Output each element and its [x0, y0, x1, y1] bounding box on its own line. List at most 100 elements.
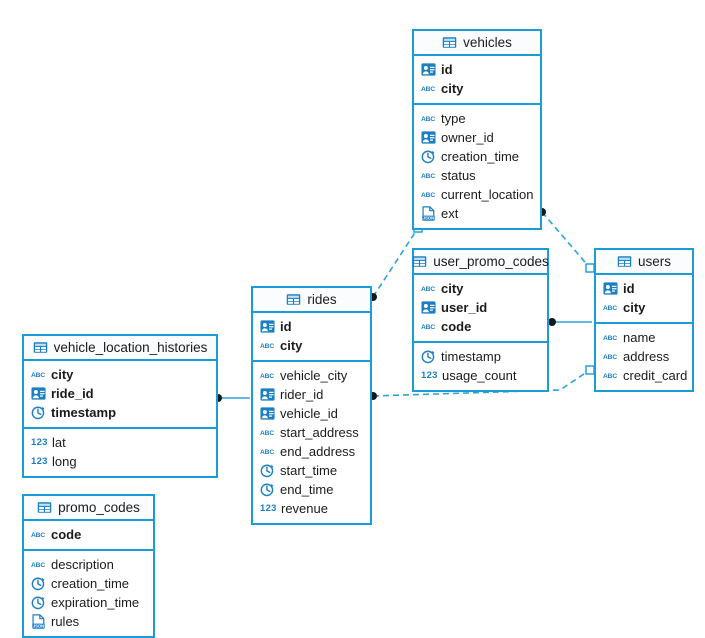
- svg-text:ABC: ABC: [260, 430, 274, 437]
- svg-text:ABC: ABC: [421, 324, 435, 331]
- primary-key-row-city[interactable]: ABC city: [414, 79, 540, 98]
- table-header-rides[interactable]: rides: [253, 288, 370, 313]
- column-row-start_address[interactable]: ABC start_address: [253, 423, 370, 442]
- column-row-expiration_time[interactable]: expiration_time: [24, 593, 153, 612]
- column-row-creation_time[interactable]: creation_time: [24, 574, 153, 593]
- abc-text-icon: ABC: [260, 368, 275, 383]
- primary-key-section: ABC city ride_id timestamp: [24, 361, 216, 429]
- primary-key-row-city[interactable]: ABC city: [414, 279, 547, 298]
- field-label: start_time: [280, 463, 338, 478]
- primary-key-row-id[interactable]: id: [596, 279, 692, 298]
- primary-key-row-city[interactable]: ABC city: [24, 365, 216, 384]
- field-label: ext: [441, 206, 459, 221]
- abc-text-icon: ABC: [421, 81, 436, 96]
- primary-key-row-id[interactable]: id: [253, 317, 370, 336]
- field-label: current_location: [441, 187, 534, 202]
- field-label: start_address: [280, 425, 359, 440]
- field-label: timestamp: [441, 349, 501, 364]
- column-row-rider_id[interactable]: rider_id: [253, 385, 370, 404]
- column-row-timestamp[interactable]: timestamp: [414, 347, 547, 366]
- svg-text:JSON: JSON: [33, 624, 44, 629]
- table-header-vehicle_location_histories[interactable]: vehicle_location_histories: [24, 336, 216, 361]
- table-header-users[interactable]: users: [596, 250, 692, 275]
- primary-key-row-id[interactable]: id: [414, 60, 540, 79]
- field-label: city: [441, 281, 464, 296]
- column-row-description[interactable]: ABC description: [24, 555, 153, 574]
- field-label: owner_id: [441, 130, 494, 145]
- abc-text-icon: ABC: [260, 425, 275, 440]
- table-header-vehicles[interactable]: vehicles: [414, 31, 540, 56]
- field-label: expiration_time: [51, 595, 140, 610]
- table-header-promo_codes[interactable]: promo_codes: [24, 496, 153, 521]
- svg-text:ABC: ABC: [31, 372, 45, 379]
- relationship-endpoint-square: [585, 263, 595, 273]
- column-row-vehicle_id[interactable]: vehicle_id: [253, 404, 370, 423]
- abc-text-icon: ABC: [421, 281, 436, 296]
- clock-icon: [260, 463, 275, 478]
- 123-number-icon: 123: [31, 455, 48, 467]
- primary-key-row-ride_id[interactable]: ride_id: [24, 384, 216, 403]
- table-title: user_promo_codes: [433, 253, 549, 269]
- table-grid-icon: [442, 35, 457, 50]
- field-label: city: [51, 367, 74, 382]
- field-label: id: [280, 319, 292, 334]
- column-row-owner_id[interactable]: owner_id: [414, 128, 540, 147]
- id-card-icon: [421, 62, 436, 77]
- 123-number-icon: 123: [260, 502, 277, 514]
- field-label: creation_time: [51, 576, 130, 591]
- primary-key-row-timestamp[interactable]: timestamp: [24, 403, 216, 422]
- field-label: city: [441, 81, 464, 96]
- abc-text-icon: ABC: [31, 557, 46, 572]
- svg-text:ABC: ABC: [31, 532, 45, 539]
- relationship-line: [541, 211, 591, 269]
- column-row-creation_time[interactable]: creation_time: [414, 147, 540, 166]
- field-label: city: [623, 300, 646, 315]
- column-row-type[interactable]: ABC type: [414, 109, 540, 128]
- id-card-icon: [421, 300, 436, 315]
- svg-text:ABC: ABC: [421, 286, 435, 293]
- id-card-icon: [603, 281, 618, 296]
- field-label: ride_id: [51, 386, 94, 401]
- table-title: promo_codes: [58, 499, 140, 515]
- field-label: end_time: [280, 482, 334, 497]
- 123-number-icon: 123: [31, 436, 48, 448]
- field-label: type: [441, 111, 466, 126]
- abc-text-icon: ABC: [421, 111, 436, 126]
- abc-text-icon: ABC: [603, 349, 618, 364]
- column-row-start_time[interactable]: start_time: [253, 461, 370, 480]
- table-header-user_promo_codes[interactable]: user_promo_codes: [412, 250, 549, 275]
- field-label: description: [51, 557, 114, 572]
- column-row-end_time[interactable]: end_time: [253, 480, 370, 499]
- primary-key-row-user_id[interactable]: user_id: [414, 298, 547, 317]
- id-card-icon: [260, 387, 275, 402]
